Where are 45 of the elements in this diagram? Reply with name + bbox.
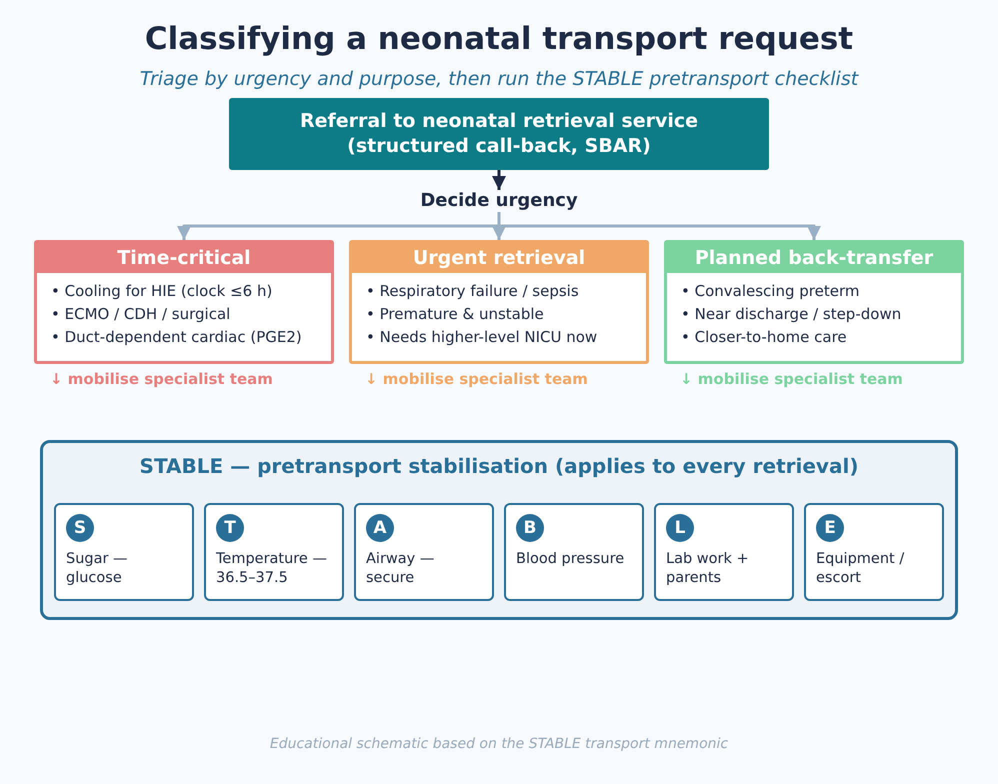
bullet-item: • Closer-to-home care xyxy=(681,327,847,348)
step-card xyxy=(504,503,644,601)
step-text: Lab work + parents xyxy=(666,550,750,588)
letter-disc: A xyxy=(366,514,394,542)
letter-disc: S xyxy=(66,514,94,542)
box-text: Referral to neonatal retrieval service (structured call-back, SBAR) xyxy=(298,109,699,159)
step-text: Temperature — 36.5–37.5 xyxy=(216,550,328,588)
footnote: Educational schematic based on the STABLE transport mnemonic xyxy=(270,735,728,753)
step-card xyxy=(204,503,344,601)
bullet-item: • Convalescing preterm xyxy=(681,281,860,302)
note-text: ↓ mobilise specialist team xyxy=(365,370,588,388)
letter-disc: B xyxy=(516,514,544,542)
bullet-item: • Cooling for HIE (clock ≤6 h) xyxy=(51,281,272,302)
process-box xyxy=(229,98,769,170)
bullet-item: • Respiratory failure / sepsis xyxy=(366,281,579,302)
category-card xyxy=(664,240,964,364)
note-text: ↓ mobilise specialist team xyxy=(50,370,273,388)
step-card xyxy=(54,503,194,601)
card-heading: Planned back-transfer xyxy=(667,243,961,273)
panel-title: STABLE — pretransport stabilisation (applies to every retrieval) xyxy=(140,453,858,479)
checklist-panel xyxy=(40,440,958,620)
step-card xyxy=(354,503,494,601)
step-text: Equipment / escort xyxy=(816,550,906,588)
letter-disc: T xyxy=(216,514,244,542)
arrow xyxy=(492,170,506,190)
step-card xyxy=(804,503,944,601)
decision-label: Decide urgency xyxy=(420,190,578,212)
step-text: Airway — secure xyxy=(366,550,436,588)
card-heading: Urgent retrieval xyxy=(352,243,646,273)
card-heading: Time-critical xyxy=(37,243,331,273)
category-card xyxy=(34,240,334,364)
letter-disc: L xyxy=(666,514,694,542)
step-text: Sugar — glucose xyxy=(66,550,129,588)
step-card xyxy=(654,503,794,601)
bullet-item: • Near discharge / step-down xyxy=(681,304,902,325)
letter-disc: E xyxy=(816,514,844,542)
bullet-item: • Premature & unstable xyxy=(366,304,544,325)
bullet-item: • Needs higher-level NICU now xyxy=(366,327,598,348)
bullet-item: • Duct-dependent cardiac (PGE2) xyxy=(51,327,302,348)
subtitle: Triage by urgency and purpose, then run the STABLE pretransport checklist xyxy=(140,67,858,91)
category-card xyxy=(349,240,649,364)
note-text: ↓ mobilise specialist team xyxy=(680,370,903,388)
step-text: Blood pressure xyxy=(516,550,624,569)
page-title: Classifying a neonatal transport request xyxy=(144,20,854,58)
bullet-item: • ECMO / CDH / surgical xyxy=(51,304,230,325)
